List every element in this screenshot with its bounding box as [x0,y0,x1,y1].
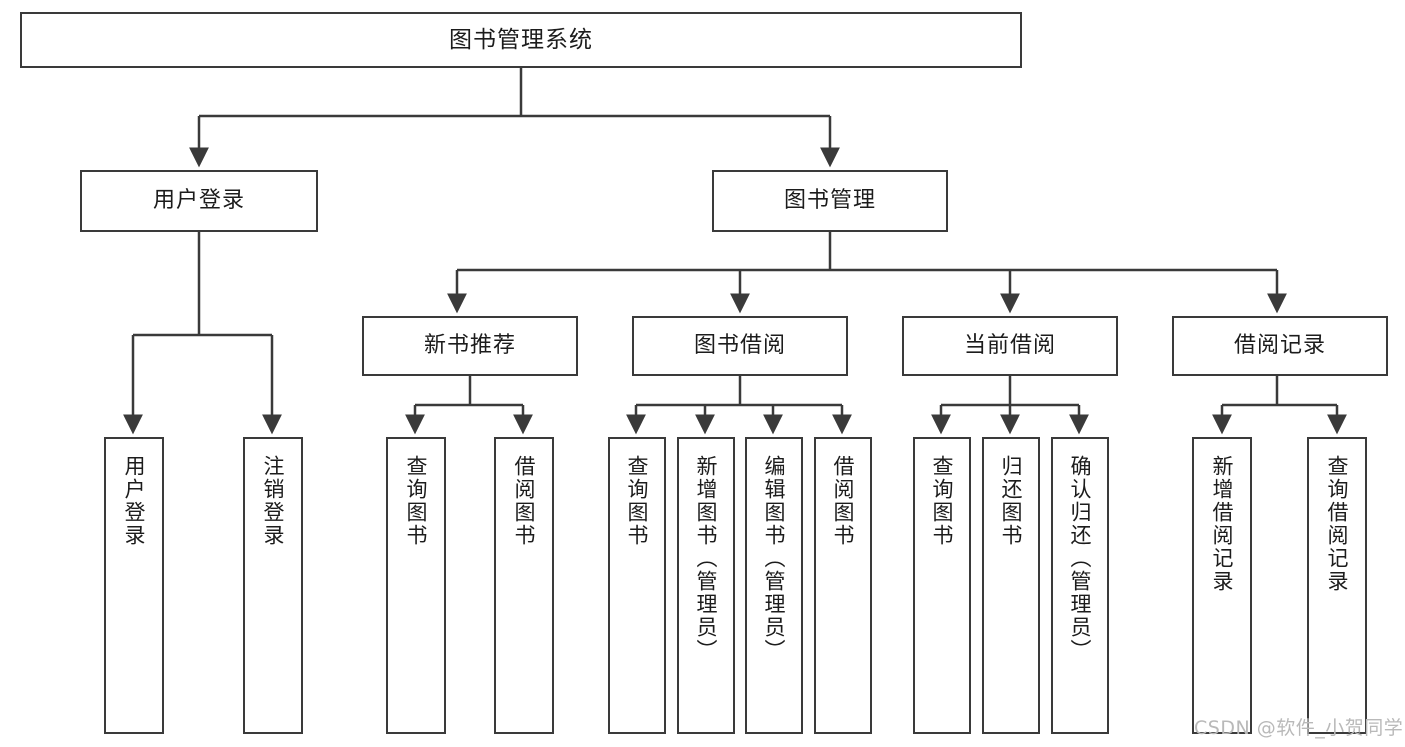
leaf-label: 查询图书 [404,455,429,547]
leaf-label: 编辑图书（管理员） [762,455,787,662]
leaf-current-borrow-return[interactable]: 归还图书 [982,437,1040,734]
node-book-management[interactable]: 图书管理 [712,170,948,232]
node-current-borrow[interactable]: 当前借阅 [902,316,1118,376]
leaf-label: 归还图书 [999,455,1024,547]
node-book-borrow[interactable]: 图书借阅 [632,316,848,376]
leaf-new-book-query[interactable]: 查询图书 [386,437,446,734]
leaf-user-login-signin[interactable]: 用户登录 [104,437,164,734]
leaf-book-borrow-edit[interactable]: 编辑图书（管理员） [745,437,803,734]
leaf-borrow-record-query[interactable]: 查询借阅记录 [1307,437,1367,734]
leaf-label: 借阅图书 [512,455,537,547]
leaf-label: 用户登录 [122,455,147,547]
csdn-watermark: CSDN @软件_小贺同学 [1194,717,1404,739]
leaf-label: 借阅图书 [831,455,856,547]
leaf-label: 查询借阅记录 [1325,455,1350,593]
leaf-label: 查询图书 [625,455,650,547]
leaf-user-login-signout[interactable]: 注销登录 [243,437,303,734]
node-borrow-record[interactable]: 借阅记录 [1172,316,1388,376]
leaf-label: 确认归还（管理员） [1068,455,1093,662]
leaf-label: 查询图书 [930,455,955,547]
leaf-new-book-borrow[interactable]: 借阅图书 [494,437,554,734]
leaf-book-borrow-lend[interactable]: 借阅图书 [814,437,872,734]
leaf-current-borrow-confirm[interactable]: 确认归还（管理员） [1051,437,1109,734]
node-user-login[interactable]: 用户登录 [80,170,318,232]
leaf-borrow-record-add[interactable]: 新增借阅记录 [1192,437,1252,734]
leaf-current-borrow-query[interactable]: 查询图书 [913,437,971,734]
leaf-label: 注销登录 [261,455,286,547]
leaf-label: 新增借阅记录 [1210,455,1235,593]
leaf-label: 新增图书（管理员） [694,455,719,662]
leaf-book-borrow-add[interactable]: 新增图书（管理员） [677,437,735,734]
leaf-book-borrow-query[interactable]: 查询图书 [608,437,666,734]
node-new-book-recommend[interactable]: 新书推荐 [362,316,578,376]
node-root-system[interactable]: 图书管理系统 [20,12,1022,68]
